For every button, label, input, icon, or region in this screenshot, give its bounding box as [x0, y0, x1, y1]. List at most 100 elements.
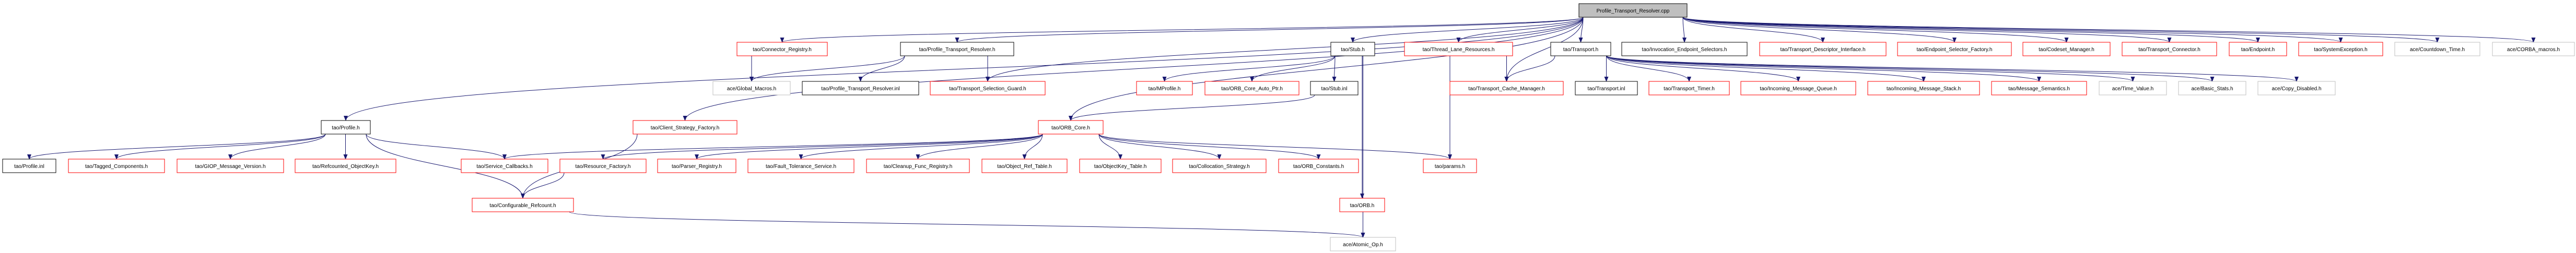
include-edge-stub_h-to-stub_inl: [1332, 55, 1337, 82]
file-node[interactable]: tao/params.h: [1423, 159, 1477, 173]
file-node[interactable]: tao/ObjectKey_Table.h: [1079, 159, 1162, 173]
node-box: [559, 159, 647, 173]
node-box: [461, 159, 548, 173]
include-edge-orb_core-to-okt: [1098, 134, 1122, 160]
file-node[interactable]: tao/Stub.h: [1330, 42, 1375, 56]
node-label: tao/Message_Semantics.h: [2008, 86, 2070, 92]
node-box: [1550, 42, 1611, 56]
file-node[interactable]: tao/Client_Strategy_Factory.h: [633, 120, 737, 135]
include-edge-ptr_h-to-global_macros: [750, 55, 905, 82]
file-node[interactable]: tao/MProfile.h: [1136, 81, 1193, 95]
file-node[interactable]: tao/Service_Callbacks.h: [461, 159, 548, 173]
node-label: tao/Transport_Descriptor_Interface.h: [1780, 47, 1865, 53]
include-edge-root-to-connector_registry: [780, 17, 1584, 43]
node-box: [2257, 81, 2336, 95]
file-node[interactable]: ace/Time_Value.h: [2099, 81, 2167, 95]
node-box: [1575, 81, 1638, 95]
file-node[interactable]: tao/Transport.h: [1550, 42, 1611, 56]
file-node[interactable]: tao/Cleanup_Func_Registry.h: [866, 159, 970, 173]
include-edge-profile_h-to-svc_cb: [366, 134, 507, 160]
node-box: [1136, 81, 1193, 95]
node-box: [1578, 3, 1688, 18]
file-node[interactable]: tao/Configurable_Refcount.h: [472, 198, 574, 212]
node-label: tao/Profile_Transport_Resolver.h: [919, 47, 996, 53]
node-box: [1310, 81, 1359, 95]
node-box: [177, 159, 284, 173]
file-node[interactable]: tao/Endpoint.h: [2229, 42, 2287, 56]
file-node[interactable]: tao/Incoming_Message_Queue.h: [1740, 81, 1856, 95]
node-label: tao/params.h: [1435, 164, 1465, 170]
file-node[interactable]: ace/Global_Macros.h: [712, 81, 791, 95]
file-node[interactable]: ace/CORBA_macros.h: [2492, 42, 2575, 56]
file-node[interactable]: tao/Transport_Timer.h: [1648, 81, 1730, 95]
file-node[interactable]: tao/ORB_Core_Auto_Ptr.h: [1204, 81, 1299, 95]
include-edge-profile_h-to-giop_ver: [228, 134, 326, 160]
file-node[interactable]: tao/ORB_Core.h: [1038, 120, 1104, 135]
node-box: [1339, 198, 1385, 212]
node-label: tao/Object_Ref_Table.h: [997, 164, 1052, 170]
file-node[interactable]: tao/Transport_Connector.h: [2122, 42, 2217, 56]
file-node[interactable]: tao/Transport_Selection_Guard.h: [930, 81, 1046, 95]
file-node[interactable]: tao/Endpoint_Selector_Factory.h: [1897, 42, 2012, 56]
include-edge-root-to-tsg: [986, 17, 1584, 82]
file-node[interactable]: tao/Parser_Registry.h: [657, 159, 736, 173]
node-label: tao/Parser_Registry.h: [672, 164, 722, 170]
file-node[interactable]: ace/Countdown_Time.h: [2394, 42, 2480, 56]
file-node[interactable]: tao/Transport.inl: [1575, 81, 1638, 95]
node-label: ace/Time_Value.h: [2112, 86, 2154, 92]
include-edge-transport_h-to-basic_stats: [1606, 55, 2215, 82]
file-node[interactable]: tao/GIOP_Message_Version.h: [177, 159, 284, 173]
file-node[interactable]: tao/Incoming_Message_Stack.h: [1867, 81, 1980, 95]
include-edge-orb_core-to-svc_cb: [502, 134, 1043, 160]
node-box: [1204, 81, 1299, 95]
file-node[interactable]: tao/Profile_Transport_Resolver.h: [900, 42, 1014, 56]
node-box: [2178, 81, 2246, 95]
file-node[interactable]: ace/Basic_Stats.h: [2178, 81, 2246, 95]
file-node[interactable]: tao/Object_Ref_Table.h: [981, 159, 1068, 173]
file-node[interactable]: tao/Tagged_Components.h: [68, 159, 165, 173]
file-node[interactable]: tao/Thread_Lane_Resources.h: [1404, 42, 1513, 56]
file-node[interactable]: tao/Profile_Transport_Resolver.inl: [802, 81, 919, 95]
file-node[interactable]: tao/Refcounted_ObjectKey.h: [295, 159, 396, 173]
file-node[interactable]: tao/Invocation_Endpoint_Selectors.h: [1621, 42, 1748, 56]
node-label: tao/Tagged_Components.h: [85, 164, 148, 170]
node-label: tao/Profile.inl: [14, 164, 44, 170]
file-node[interactable]: tao/Transport_Cache_Manager.h: [1449, 81, 1564, 95]
file-node[interactable]: tao/Stub.inl: [1310, 81, 1359, 95]
node-box: [2022, 42, 2111, 56]
node-label: ace/Basic_Stats.h: [2191, 86, 2233, 92]
node-label: tao/Collocation_Strategy.h: [1189, 164, 1250, 170]
file-node[interactable]: tao/Fault_Tolerance_Service.h: [747, 159, 854, 173]
node-box: [2, 159, 56, 173]
node-box: [1867, 81, 1980, 95]
include-edge-transport_h-to-ims: [1606, 55, 1926, 82]
node-label: tao/Transport.inl: [1588, 86, 1625, 92]
node-box: [712, 81, 791, 95]
include-edge-root-to-codeset: [1682, 17, 2069, 43]
file-node[interactable]: tao/ORB_Constants.h: [1278, 159, 1359, 173]
file-node[interactable]: tao/Collocation_Strategy.h: [1172, 159, 1267, 173]
node-label: ace/Global_Macros.h: [727, 86, 777, 92]
include-edge-transport_h-to-tcm: [1504, 55, 1555, 82]
include-edge-orb_core-to-fts: [799, 134, 1043, 160]
file-node[interactable]: tao/Profile.inl: [2, 159, 56, 173]
include-edge-root-to-ies: [1682, 17, 1687, 43]
file-node[interactable]: tao/Connector_Registry.h: [736, 42, 828, 56]
file-node[interactable]: tao/ORB.h: [1339, 198, 1385, 212]
file-node[interactable]: ace/Copy_Disabled.h: [2257, 81, 2336, 95]
file-node[interactable]: tao/Resource_Factory.h: [559, 159, 647, 173]
file-node[interactable]: tao/Profile.h: [321, 120, 371, 135]
include-edge-root-to-endpoint: [1682, 17, 2260, 43]
file-node[interactable]: tao/Transport_Descriptor_Interface.h: [1759, 42, 1887, 56]
node-box: [1449, 81, 1564, 95]
node-box: [1759, 42, 1887, 56]
include-edge-root-to-countdown: [1682, 17, 2439, 43]
node-label: tao/Connector_Registry.h: [753, 47, 812, 53]
file-node[interactable]: ace/Atomic_Op.h: [1330, 237, 1396, 251]
node-box: [1897, 42, 2012, 56]
file-node[interactable]: tao/Codeset_Manager.h: [2022, 42, 2111, 56]
file-node[interactable]: tao/Message_Semantics.h: [1991, 81, 2087, 95]
file-node[interactable]: tao/SystemException.h: [2298, 42, 2383, 56]
node-box: [981, 159, 1068, 173]
node-box: [736, 42, 828, 56]
